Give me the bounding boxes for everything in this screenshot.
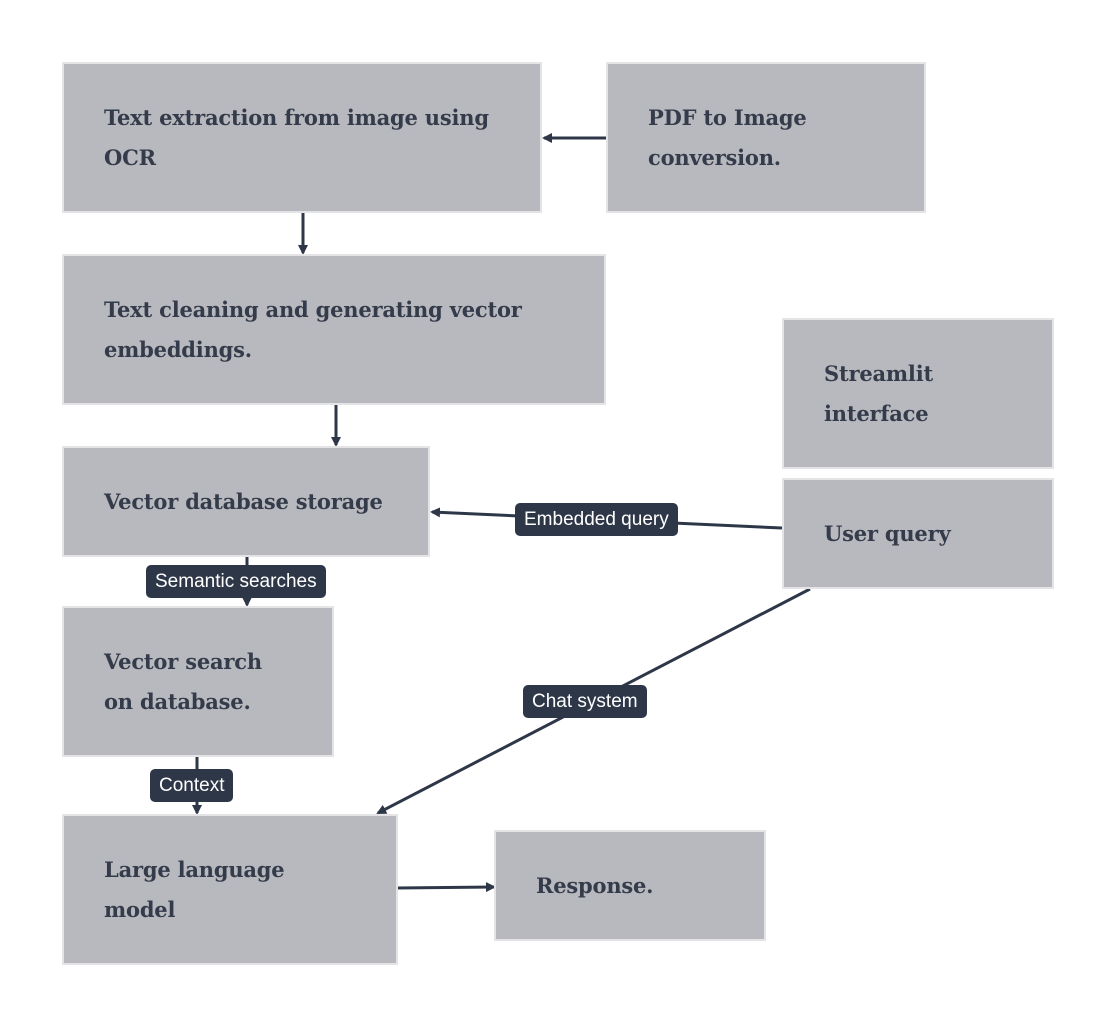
node-response-label: Response. (536, 872, 654, 898)
node-text-cleaning-label: Text cleaning and generating vector embe… (104, 296, 522, 362)
node-vector-database-storage: Vector database storage (62, 446, 430, 557)
node-vector-database-storage-label: Vector database storage (104, 488, 383, 514)
node-ocr-label: Text extraction from image using OCR (104, 104, 489, 170)
edge-label-embedded-query: Embedded query (515, 503, 678, 536)
node-user-query-label: User query (824, 520, 951, 546)
node-streamlit-interface: Streamlit interface (782, 318, 1054, 469)
node-text-cleaning: Text cleaning and generating vector embe… (62, 254, 606, 405)
node-pdf-to-image-label: PDF to Image conversion. (648, 104, 807, 170)
node-ocr: Text extraction from image using OCR (62, 62, 542, 213)
node-response: Response. (494, 830, 766, 941)
edge-label-context: Context (150, 769, 234, 802)
node-vector-search: Vector search on database. (62, 606, 334, 757)
node-large-language-model-label: Large language model (104, 856, 285, 922)
node-streamlit-interface-label: Streamlit interface (824, 360, 933, 426)
edge-label-semantic-searches: Semantic searches (146, 565, 326, 598)
node-user-query: User query (782, 478, 1054, 589)
node-pdf-to-image: PDF to Image conversion. (606, 62, 926, 213)
node-vector-search-label: Vector search on database. (104, 648, 262, 714)
edge-llm-to-response (396, 882, 496, 893)
node-large-language-model: Large language model (62, 814, 398, 965)
edge-label-chat-system: Chat system (523, 685, 647, 718)
